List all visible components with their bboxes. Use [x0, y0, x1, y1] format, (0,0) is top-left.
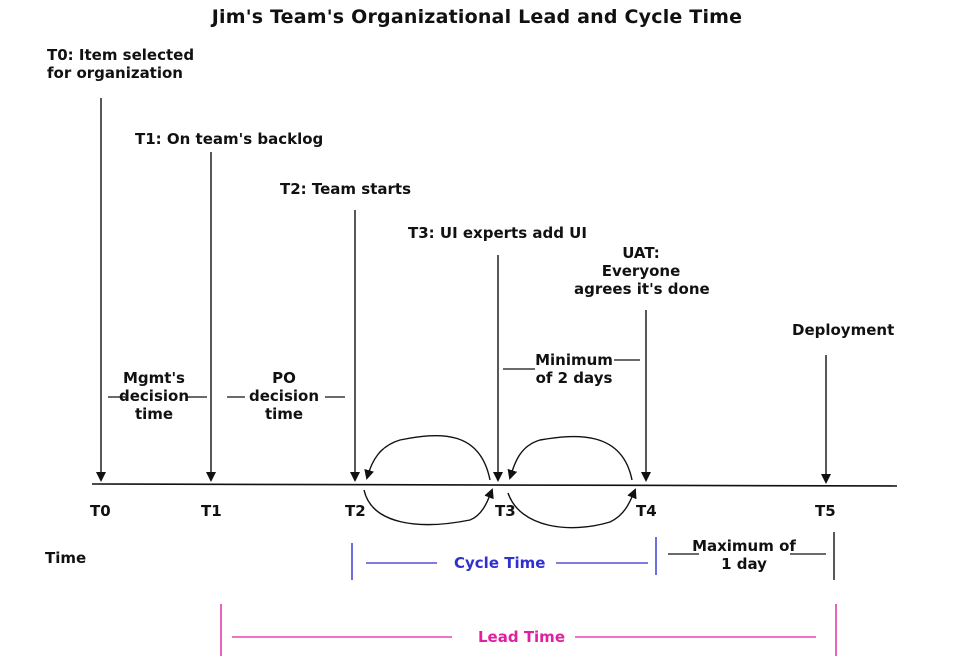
event-label-t2: T2: Team starts — [280, 180, 411, 198]
tick-label-t4: T4 — [636, 502, 657, 520]
event-label-t1: T1: On team's backlog — [135, 130, 324, 148]
loop-back-t4-t3 — [507, 435, 633, 481]
loop-back-t3-t2 — [364, 435, 491, 481]
axis-label-time: Time — [45, 549, 87, 567]
tick-label-t0: T0 — [90, 502, 111, 520]
timeline-axis — [91, 483, 898, 487]
cycle-time-label: Cycle Time — [454, 554, 546, 572]
loop-forward-t3-t4 — [507, 488, 637, 529]
tick-label-t2: T2 — [345, 502, 366, 520]
event-label-t3: T3: UI experts add UI — [408, 224, 587, 242]
event-label-deployment: Deployment — [792, 321, 895, 339]
interval-maximum: Maximum of 1 day — [692, 537, 796, 573]
interval-minimum: Minimum of 2 days — [535, 351, 613, 387]
diagram-title: Jim's Team's Organizational Lead and Cyc… — [211, 6, 743, 28]
tick-label-t5: T5 — [815, 502, 836, 520]
tick-label-t3: T3 — [495, 502, 516, 520]
interval-po-decision: PO decision time — [249, 369, 319, 423]
lead-time-label: Lead Time — [478, 628, 565, 646]
tick-label-t1: T1 — [201, 502, 222, 520]
interval-mgmt-decision: Mgmt's decision time — [119, 369, 189, 423]
event-label-uat: UAT: Everyone agrees it's done — [574, 244, 710, 298]
loop-forward-t2-t3 — [363, 488, 494, 526]
event-label-t0: T0: Item selected for organization — [47, 46, 195, 82]
